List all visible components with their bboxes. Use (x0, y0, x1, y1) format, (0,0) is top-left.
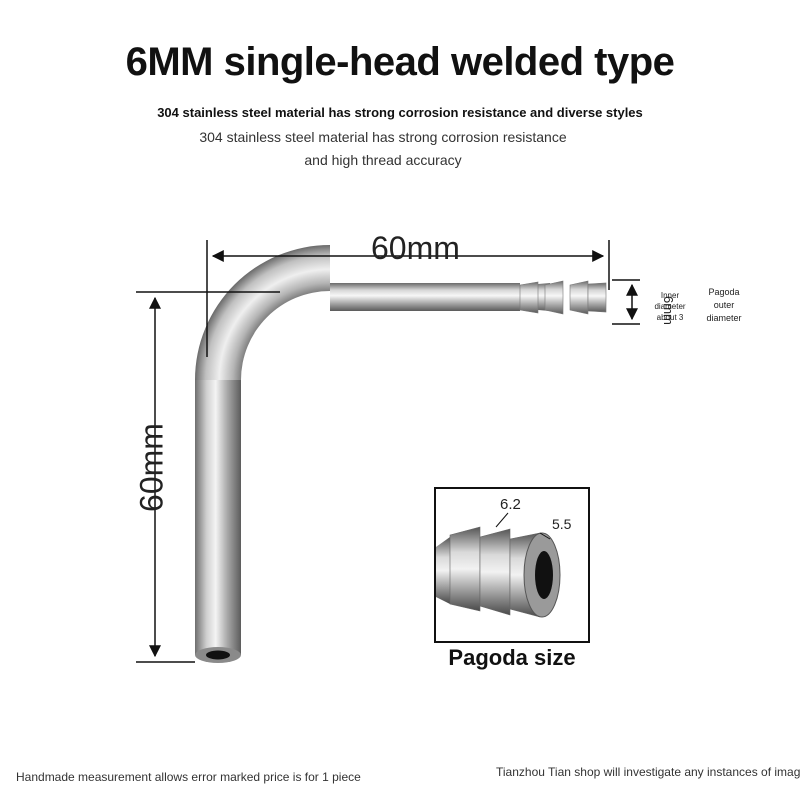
barbed-end (515, 280, 607, 315)
subtitle-line-1: 304 stainless steel material has strong … (199, 129, 567, 145)
inset-label-small: 5.5 (552, 516, 572, 532)
inner-diameter-note: Inner diameter about 3 (654, 291, 686, 322)
vertical-dimension-label: 60mm (133, 423, 170, 512)
pagoda-closeup-image (436, 512, 561, 618)
subtitle-bold: 304 stainless steel material has strong … (157, 105, 643, 120)
pagoda-closeup-inset: 6.2 5.5 (434, 487, 590, 643)
horizontal-dimension-label: 60mm (371, 230, 460, 266)
outer-diameter-note: Pagoda outer diameter (706, 287, 742, 323)
footer-note-left: Handmade measurement allows error marked… (16, 770, 361, 784)
footer-note-right: Tianzhou Tian shop will investigate any … (496, 765, 800, 779)
subtitle-line-2: and high thread accuracy (304, 152, 462, 168)
inset-label-large: 6.2 (500, 496, 521, 513)
page-title: 6MM single-head welded type (125, 40, 675, 84)
pagoda-size-caption: Pagoda size (448, 645, 576, 670)
